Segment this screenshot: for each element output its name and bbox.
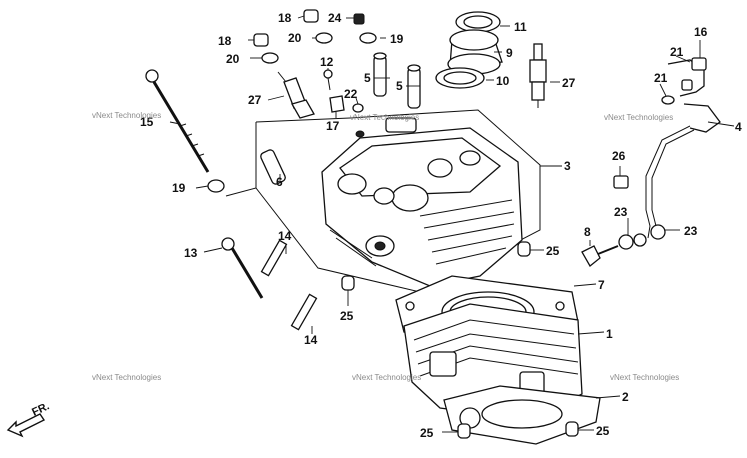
- washer-19-top: [359, 32, 377, 44]
- dowel-25-bottom-right: [565, 421, 579, 437]
- fitting-17: [329, 95, 345, 113]
- watermark: vNext Technologies: [352, 373, 421, 382]
- front-direction-indicator: FR.: [6, 400, 51, 438]
- callout-19-left: 19: [172, 181, 186, 195]
- watermarks: vNext Technologies vNext Technologies vN…: [92, 111, 679, 382]
- head-boundary-left: [225, 187, 257, 197]
- dowel-5-left: [373, 52, 387, 97]
- callout-6: 6: [276, 175, 283, 189]
- callout-15: 15: [140, 115, 154, 129]
- leader-lines: [169, 15, 735, 433]
- oil-pipe-assembly: [581, 57, 721, 267]
- callout-27-left: 27: [248, 93, 262, 107]
- callout-8: 8: [584, 225, 591, 239]
- callout-5-left: 5: [364, 71, 371, 85]
- callout-3: 3: [564, 159, 571, 173]
- callout-25-bottom-right: 25: [596, 424, 610, 438]
- dowel-pin-lower: [290, 293, 318, 331]
- callout-12: 12: [320, 55, 334, 69]
- cap-18-left: [253, 33, 269, 47]
- intake-assembly: [435, 11, 503, 89]
- callout-23-left: 23: [614, 205, 628, 219]
- watermark: vNext Technologies: [610, 373, 679, 382]
- cylinder-head: [321, 117, 523, 287]
- callout-2: 2: [622, 390, 629, 404]
- callout-24: 24: [328, 11, 342, 25]
- callout-20-left: 20: [226, 52, 240, 66]
- callout-20-top: 20: [288, 31, 302, 45]
- callout-26: 26: [612, 149, 626, 163]
- callout-22: 22: [344, 87, 358, 101]
- head-outline-group: [225, 109, 541, 293]
- callout-23-right: 23: [684, 224, 698, 238]
- head-boundary-line: [255, 109, 541, 293]
- washer-20-top: [315, 32, 333, 44]
- base-gasket: [443, 385, 601, 445]
- callout-7: 7: [598, 278, 605, 292]
- callout-18-left: 18: [218, 34, 232, 48]
- callout-4: 4: [735, 120, 742, 134]
- callout-18-top: 18: [278, 11, 292, 25]
- watermark: vNext Technologies: [92, 111, 161, 120]
- washer-20-left: [261, 52, 279, 64]
- dowel-25-left: [341, 275, 355, 291]
- callout-5-right: 5: [396, 79, 403, 93]
- front-arrow-icon: [6, 413, 46, 438]
- watermark: vNext Technologies: [350, 113, 419, 122]
- callout-1: 1: [606, 327, 613, 341]
- cap-18-top: [303, 9, 319, 23]
- dowel-5-right: [407, 64, 421, 109]
- dowel-25-head: [517, 241, 531, 257]
- callout-25-head: 25: [546, 244, 560, 258]
- fitting-22: [352, 103, 365, 138]
- fitting-12: [323, 69, 333, 91]
- callout-21-top: 21: [670, 45, 684, 59]
- watermark: vNext Technologies: [92, 373, 161, 382]
- callout-25-bottom-left: 25: [420, 426, 434, 440]
- spark-plug-left: [277, 71, 315, 119]
- nut-24: [353, 13, 365, 25]
- callout-14-upper: 14: [278, 229, 292, 243]
- bolt-13: [221, 237, 264, 299]
- callout-11: 11: [514, 20, 527, 34]
- washer-19-left: [207, 179, 225, 193]
- dowel-6: [260, 149, 286, 185]
- callout-25-left: 25: [340, 309, 354, 323]
- dowel-pin-upper: [260, 239, 288, 277]
- callout-19-top: 19: [390, 32, 404, 46]
- callout-14-lower: 14: [304, 333, 318, 347]
- callout-9: 9: [506, 46, 513, 60]
- callout-labels: 1 2 3 4 5 5 6 7 8 9 10 11 12 13 14 14 15…: [140, 11, 742, 440]
- front-direction-label: FR.: [30, 400, 51, 418]
- spark-plug-right: [529, 43, 547, 108]
- dowel-25-bottom-left: [457, 423, 471, 439]
- callout-27-right: 27: [562, 76, 576, 90]
- long-stud-bolt: [145, 69, 210, 173]
- watermark: vNext Technologies: [604, 113, 673, 122]
- callout-21-lower: 21: [654, 71, 668, 85]
- callout-16: 16: [694, 25, 708, 39]
- callout-17: 17: [326, 119, 340, 133]
- callout-13: 13: [184, 246, 198, 260]
- callout-10: 10: [496, 74, 510, 88]
